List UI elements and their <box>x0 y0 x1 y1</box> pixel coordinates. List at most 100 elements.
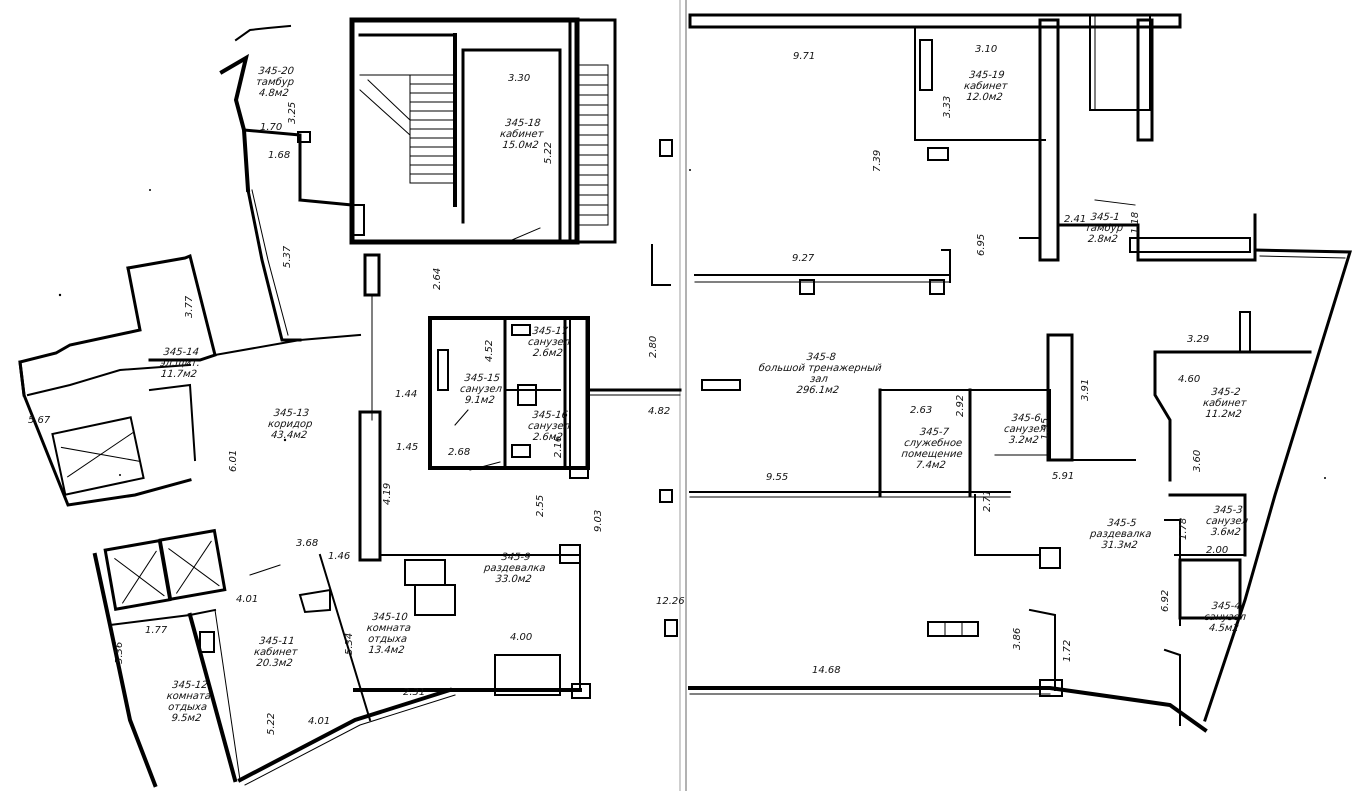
room-number: 345-7 <box>919 427 950 438</box>
room-label-345-19: 345-19 кабинет 12.0м2 <box>962 70 1009 103</box>
room-label-345-8: 345-8 большой тренажерный зал 296.1м2 <box>756 352 884 396</box>
room-label-345-9: 345-9 раздевалка 33.0м2 <box>482 552 547 585</box>
room-name: санузел <box>1205 516 1249 527</box>
room-name: санузел <box>527 421 571 432</box>
room-area: 15.0м2 <box>501 140 540 151</box>
room-label-345-11: 345-11 кабинет 20.3м2 <box>252 636 299 669</box>
dimension-label: 1.72 <box>1062 639 1073 662</box>
dimension-label: 4.01 <box>236 594 259 605</box>
room-area: 20.3м2 <box>255 658 294 669</box>
room-label-345-3: 345-3 санузел 3.6м2 <box>1204 505 1249 538</box>
room-name: раздевалка <box>1089 529 1153 540</box>
room-area: 2.8м2 <box>1087 234 1119 245</box>
dimension-label: 4.60 <box>1178 374 1201 385</box>
room-area: 9.1м2 <box>464 395 496 406</box>
dimension-label: 4.52 <box>484 339 495 362</box>
dimension-label: 6.01 <box>228 449 239 472</box>
dimension-label: 3.68 <box>296 538 319 549</box>
room-number: 345-10 <box>371 612 409 623</box>
room-area: 43.4м2 <box>270 430 308 441</box>
dimension-label: 3.25 <box>287 101 298 124</box>
dimension-label: 2.92 <box>955 394 966 417</box>
dimension-label: 2.00 <box>1206 545 1229 556</box>
wall <box>234 24 292 42</box>
room-number: 345-5 <box>1106 518 1137 529</box>
dimension-label: 6.92 <box>1160 589 1171 612</box>
dimension-label: 3.29 <box>1187 334 1210 345</box>
dimension-label: 4.19 <box>382 482 393 505</box>
room-number: 345-2 <box>1210 387 1241 398</box>
room-area: 33.0м2 <box>494 574 533 585</box>
dimension-label: 2.41 <box>1064 214 1087 225</box>
dimension-label: 9.71 <box>793 51 816 62</box>
dimension-label: 3.30 <box>508 73 531 84</box>
room-label-345-16: 345-16 санузел 2.6м2 <box>526 410 571 443</box>
dimension-label: 2.16 <box>553 435 564 458</box>
room-number: 345-8 <box>806 352 837 363</box>
room-name: тамбур <box>255 77 295 88</box>
room-area: 11.7м2 <box>160 369 198 380</box>
dimension-label: 9.55 <box>766 472 789 483</box>
room-area: 11.2м2 <box>1204 409 1243 420</box>
room-label-345-4: 345-4 санузел 4.5м2 <box>1202 601 1247 634</box>
room-name: кабинет <box>963 81 1008 92</box>
dimension-label: 1.44 <box>395 389 418 400</box>
dimension-label: 2.63 <box>910 405 933 416</box>
room-name: санузел <box>459 384 503 395</box>
room-label-345-13: 345-13 коридор 43.4м2 <box>266 408 314 441</box>
room-number: 345-12 <box>171 680 209 691</box>
room-number: 345-11 <box>258 636 296 647</box>
dimension-label: 14.68 <box>812 665 841 676</box>
dimension-label: 5.37 <box>282 245 293 268</box>
room-name: кабинет <box>1202 398 1247 409</box>
room-name: служебное <box>903 438 963 449</box>
room-label-345-14: 345-14 эл.щит. 11.7м2 <box>158 347 201 380</box>
room-number: 345-20 <box>257 66 295 77</box>
room-label-345-17: 345-17 санузел 2.6м2 <box>526 326 571 359</box>
dimension-label: 4.00 <box>510 632 533 643</box>
dimension-label: 3.86 <box>1012 627 1023 650</box>
dimension-label: 5.22 <box>266 712 277 735</box>
dimension-label: 1.68 <box>268 150 291 161</box>
room-label-345-10: 345-10 комната отдыха 13.4м2 <box>364 612 413 656</box>
room-number: 345-17 <box>531 326 569 337</box>
dimension-label: 2.31 <box>403 687 426 698</box>
dimension-label: 2.68 <box>448 447 471 458</box>
room-number: 345-14 <box>162 347 200 358</box>
dimension-label: 2.80 <box>648 335 659 358</box>
dimension-label: 7.39 <box>872 149 883 172</box>
room-name: комната <box>366 623 412 634</box>
dimension-label: 5.36 <box>114 641 125 664</box>
room-number: 345-15 <box>463 373 501 384</box>
dimension-label: 3.60 <box>1192 449 1203 472</box>
room-area: 31.3м2 <box>1100 540 1139 551</box>
room-area: 4.8м2 <box>258 88 290 99</box>
room-number: 345-13 <box>273 408 310 419</box>
dimension-label: 5.67 <box>28 415 51 426</box>
room-name: большой тренажерный <box>758 363 883 374</box>
room-label-345-1: 345-1 тамбур 2.8м2 <box>1083 212 1124 245</box>
dimension-label: 1.46 <box>328 551 351 562</box>
room-number: 345-9 <box>500 552 531 563</box>
room-name: санузел <box>527 337 571 348</box>
dimension-label: 2.64 <box>432 267 443 290</box>
room-name: комната <box>166 691 212 702</box>
room-label-345-5: 345-5 раздевалка 31.3м2 <box>1088 518 1153 551</box>
dimension-label: 12.26 <box>656 596 685 607</box>
dimension-label: 9.27 <box>792 253 815 264</box>
dimension-label: 2.55 <box>535 494 546 517</box>
room-number: 345-4 <box>1211 601 1242 612</box>
room-label-345-7: 345-7 служебное помещение 7.4м2 <box>900 427 966 471</box>
room-label-345-2: 345-2 кабинет 11.2м2 <box>1201 387 1248 420</box>
dimension-label: 4.01 <box>308 716 331 727</box>
room-label-345-18: 345-18 кабинет 15.0м2 <box>498 118 545 151</box>
dimension-label: 9.03 <box>593 509 604 532</box>
dimension-label: 1.78 <box>1178 517 1189 540</box>
room-name-2: зал <box>809 374 829 385</box>
room-area: 296.1м2 <box>795 385 840 396</box>
room-label-345-12: 345-12 комната отдыха 9.5м2 <box>164 680 213 724</box>
room-area: 13.4м2 <box>367 645 406 656</box>
room-number: 345-16 <box>531 410 569 421</box>
dimension-label: 3.10 <box>975 44 998 55</box>
